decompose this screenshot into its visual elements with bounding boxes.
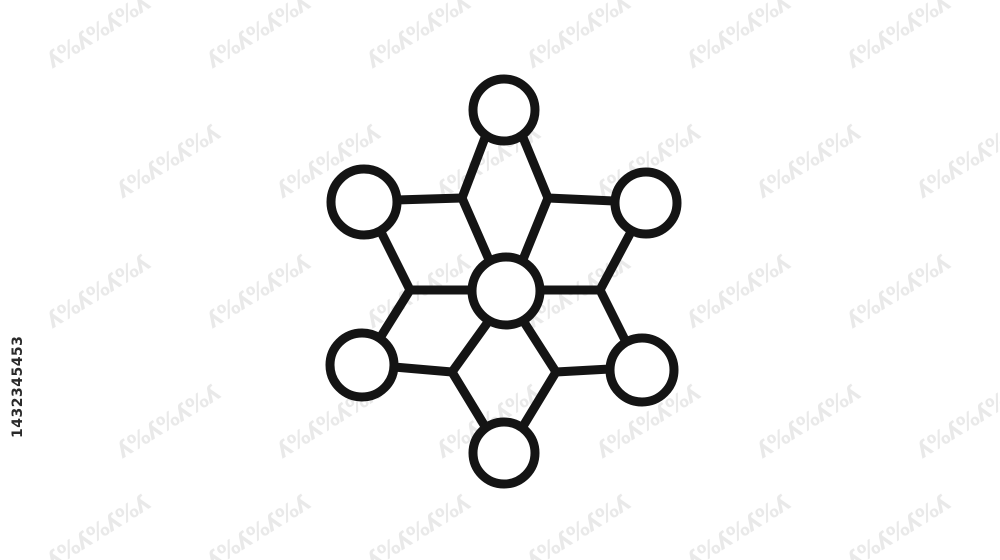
node-circles [325,74,682,489]
connector-line [595,225,637,295]
stock-id-text: 1432345453 [10,335,26,438]
connector-line [391,193,467,205]
connector-line [551,364,615,377]
connector-line [517,130,553,203]
connector-line [517,193,553,267]
connector-line [595,285,631,347]
node-circle-upper-right [610,167,682,239]
connector-line [457,130,491,203]
connector-line [447,317,493,377]
connector-line [543,193,619,206]
connector-lines [375,130,637,433]
connector-line [375,225,415,295]
connector-line [519,317,561,377]
node-circle-lower-left [325,328,399,402]
connector-line [457,193,495,267]
node-circle-top [468,74,540,146]
connector-line [375,285,415,343]
connector-line [389,362,457,377]
connector-line [447,367,491,433]
node-circle-lower-right [605,333,679,407]
node-circle-center [467,252,545,330]
node-circle-bottom [468,417,540,489]
node-circle-upper-left [326,164,402,240]
connector-line [517,367,561,433]
